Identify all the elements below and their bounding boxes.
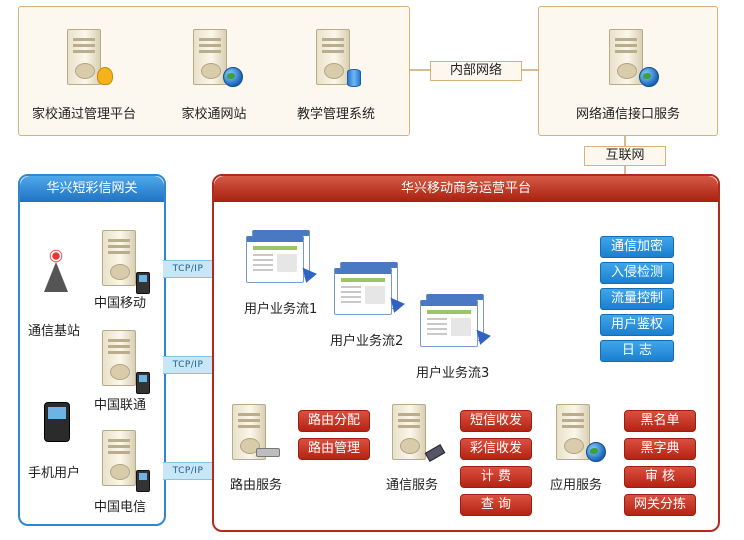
gateway-title: 华兴短彩信网关 bbox=[20, 176, 164, 202]
node-label: 网络通信接口服务 bbox=[575, 107, 680, 122]
service-label: 通信服务 bbox=[386, 478, 439, 493]
node-label: 教学管理系统 bbox=[296, 107, 375, 122]
service-feature: 短信收发 bbox=[460, 410, 532, 432]
service-label: 应用服务 bbox=[550, 478, 603, 493]
node-label: 家校通过管理平台 bbox=[31, 107, 136, 122]
server-icon bbox=[67, 29, 101, 85]
carrier-label: 中国电信 bbox=[94, 500, 147, 515]
flow-label: 用户业务流3 bbox=[416, 366, 490, 381]
sms-gateway-panel: 华兴短彩信网关 通信基站 手机用户 中国移动 中国联通 中国电信 bbox=[18, 174, 166, 526]
service-feature: 审 核 bbox=[624, 466, 696, 488]
security-feature: 入侵检测 bbox=[600, 262, 674, 284]
tcpip-connector: TCP/IP bbox=[163, 356, 213, 374]
server-icon bbox=[102, 230, 136, 286]
tower-signal-icon bbox=[48, 248, 64, 264]
security-feature: 流量控制 bbox=[600, 288, 674, 310]
mobile-user-label: 手机用户 bbox=[28, 466, 81, 481]
phone-icon bbox=[136, 372, 150, 394]
security-feature: 通信加密 bbox=[600, 236, 674, 258]
tcpip-connector: TCP/IP bbox=[163, 462, 213, 480]
base-station-label: 通信基站 bbox=[28, 324, 81, 339]
server-icon bbox=[102, 430, 136, 486]
tcpip-connector: TCP/IP bbox=[163, 260, 213, 278]
flow-window-icon bbox=[246, 236, 304, 283]
tower-icon bbox=[44, 262, 68, 292]
globe-icon bbox=[586, 442, 606, 462]
user-badge-icon bbox=[97, 67, 113, 85]
service-feature: 路由分配 bbox=[298, 410, 370, 432]
commerce-platform-panel: 华兴移动商务运营平台 用户业务流1 用户业务流2 用户业务流3 通信加密 入侵检… bbox=[212, 174, 720, 532]
service-feature: 彩信收发 bbox=[460, 438, 532, 460]
phone-icon bbox=[136, 470, 150, 492]
router-icon bbox=[256, 448, 280, 457]
flow-label: 用户业务流2 bbox=[330, 334, 404, 349]
phone-icon bbox=[136, 272, 150, 294]
service-label: 路由服务 bbox=[230, 478, 283, 493]
satellite-icon bbox=[424, 444, 446, 462]
server-icon bbox=[556, 404, 590, 460]
globe-icon bbox=[223, 67, 243, 87]
server-icon bbox=[316, 29, 350, 85]
interface-service-box: 网络通信接口服务 bbox=[538, 6, 718, 136]
carrier-label: 中国移动 bbox=[94, 296, 147, 311]
service-feature: 路由管理 bbox=[298, 438, 370, 460]
service-feature: 黑字典 bbox=[624, 438, 696, 460]
node-label: 家校通网站 bbox=[181, 107, 247, 122]
platform-title: 华兴移动商务运营平台 bbox=[214, 176, 718, 202]
database-icon bbox=[347, 69, 361, 87]
carrier-label: 中国联通 bbox=[94, 398, 147, 413]
security-feature: 用户鉴权 bbox=[600, 314, 674, 336]
server-icon bbox=[609, 29, 643, 85]
server-icon bbox=[392, 404, 426, 460]
globe-icon bbox=[639, 67, 659, 87]
service-feature: 网关分拣 bbox=[624, 494, 696, 516]
internet-label: 互联网 bbox=[584, 146, 666, 166]
service-feature: 查 询 bbox=[460, 494, 532, 516]
service-feature: 计 费 bbox=[460, 466, 532, 488]
flow-window-icon bbox=[420, 300, 478, 347]
service-feature: 黑名单 bbox=[624, 410, 696, 432]
server-icon bbox=[102, 330, 136, 386]
school-systems-box: 家校通过管理平台 家校通网站 教学管理系统 bbox=[18, 6, 410, 136]
internal-network-label: 内部网络 bbox=[430, 61, 522, 81]
flow-window-icon bbox=[334, 268, 392, 315]
server-icon bbox=[193, 29, 227, 85]
handset-icon bbox=[44, 402, 70, 442]
security-feature: 日 志 bbox=[600, 340, 674, 362]
flow-label: 用户业务流1 bbox=[244, 302, 318, 317]
